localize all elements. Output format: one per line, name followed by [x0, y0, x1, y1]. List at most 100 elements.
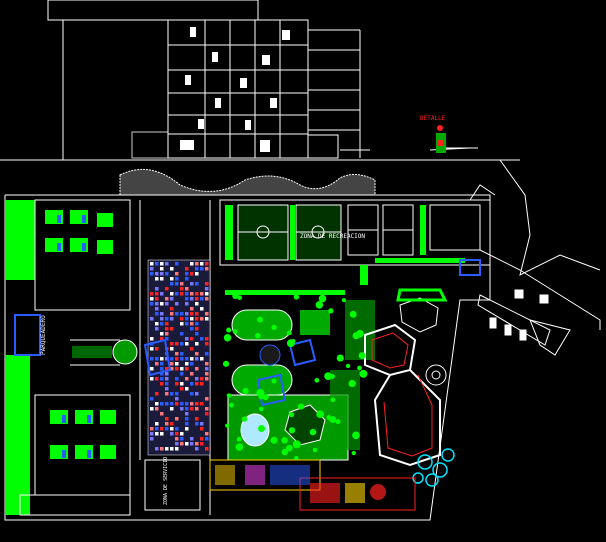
- corridor-cell: [205, 292, 209, 296]
- corridor-cell: [190, 307, 194, 311]
- corridor-cell: [160, 367, 164, 371]
- corridor-cell: [165, 387, 169, 391]
- corridor-cell: [195, 407, 199, 411]
- corridor-cell: [185, 417, 189, 421]
- corridor-cell: [170, 317, 174, 321]
- corridor-cell: [160, 322, 164, 326]
- corridor-cell: [160, 277, 164, 281]
- corridor-cell: [155, 322, 159, 326]
- corridor-cell: [170, 427, 174, 431]
- corridor-cell: [150, 397, 154, 401]
- corridor-cell: [160, 447, 164, 451]
- corridor-cell: [195, 382, 199, 386]
- corridor-cell: [165, 302, 169, 306]
- corridor-cell: [195, 417, 199, 421]
- corridor-cell: [195, 297, 199, 301]
- corridor-cell: [180, 442, 184, 446]
- corridor-cell: [180, 332, 184, 336]
- corridor-cell: [155, 327, 159, 331]
- tree-dot: [271, 324, 277, 331]
- tree-dot: [256, 388, 265, 397]
- corridor-cell: [195, 327, 199, 331]
- corridor-cell: [165, 337, 169, 341]
- tree-dot: [315, 301, 324, 309]
- corridor-cell: [205, 397, 209, 401]
- tree-dot: [335, 419, 341, 425]
- corridor-cell: [200, 262, 204, 266]
- corridor-cell: [165, 287, 169, 291]
- corridor-cell: [200, 317, 204, 321]
- corridor-cell: [170, 362, 174, 366]
- corridor-cell: [185, 357, 189, 361]
- cyan-pool: [412, 448, 455, 487]
- tree-dot: [281, 448, 288, 456]
- tree-dot: [237, 295, 242, 300]
- corridor-cell: [175, 417, 179, 421]
- corridor-cell: [185, 377, 189, 381]
- corridor-cell: [205, 412, 209, 416]
- corridor-cell: [195, 262, 199, 266]
- corridor-cell: [175, 357, 179, 361]
- corridor-cell: [180, 292, 184, 296]
- corridor-cell: [200, 357, 204, 361]
- corridor-cell: [160, 372, 164, 376]
- corridor-cell: [175, 292, 179, 296]
- corridor-cell: [170, 422, 174, 426]
- corridor-cell: [185, 267, 189, 271]
- corridor-cell: [150, 317, 154, 321]
- corridor-cell: [150, 262, 154, 266]
- corridor-cell: [160, 302, 164, 306]
- corridor-cell: [185, 312, 189, 316]
- corridor-cell: [160, 357, 164, 361]
- corridor-cell: [160, 412, 164, 416]
- sports-fields: [219, 199, 491, 266]
- corridor-cell: [175, 302, 179, 306]
- corridor-cell: [190, 327, 194, 331]
- corridor-cell: [190, 317, 194, 321]
- tree-dot: [312, 447, 318, 453]
- corridor-cell: [175, 447, 179, 451]
- corridor-cell: [185, 412, 189, 416]
- tree-dot: [270, 436, 278, 444]
- corridor-cell: [175, 437, 179, 441]
- corridor-cell: [170, 402, 174, 406]
- corridor-cell: [195, 442, 199, 446]
- corridor-cell: [170, 347, 174, 351]
- corridor-cell: [155, 262, 159, 266]
- corridor-cell: [205, 297, 209, 301]
- parking-pavilions: [45, 210, 116, 459]
- parking-area: [5, 199, 131, 516]
- tree-dot: [345, 363, 351, 369]
- tree-dot: [286, 330, 292, 336]
- corridor-cell: [195, 317, 199, 321]
- corridor-cell: [175, 362, 179, 366]
- corridor-cell: [175, 377, 179, 381]
- corridor-cell: [155, 297, 159, 301]
- corridor-cell: [195, 352, 199, 356]
- corridor-cell: [150, 407, 154, 411]
- corridor-cell: [195, 357, 199, 361]
- corridor-cell: [175, 262, 179, 266]
- corridor-cell: [190, 337, 194, 341]
- corridor-cell: [185, 287, 189, 291]
- tree-dot: [271, 378, 277, 384]
- parking-label: PARQUEADERO: [40, 315, 47, 355]
- corridor-cell: [175, 312, 179, 316]
- corridor-cell: [185, 342, 189, 346]
- corridor-cell: [160, 382, 164, 386]
- corridor-cell: [200, 337, 204, 341]
- corridor-cell: [190, 347, 194, 351]
- corridor-cell: [180, 382, 184, 386]
- corridor-cell: [185, 422, 189, 426]
- corridor-cell: [165, 372, 169, 376]
- corridor-cell: [180, 367, 184, 371]
- corridor-cell: [165, 297, 169, 301]
- corridor-cell: [165, 377, 169, 381]
- corridor-cell: [185, 302, 189, 306]
- corridor-cell: [190, 357, 194, 361]
- corridor-cell: [185, 407, 189, 411]
- tree-dot: [235, 443, 244, 451]
- landscape-trees: [223, 292, 368, 461]
- site-boundary-lines: [429, 147, 601, 330]
- corridor-cell: [170, 297, 174, 301]
